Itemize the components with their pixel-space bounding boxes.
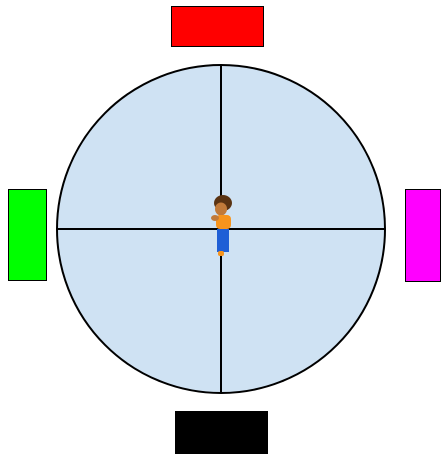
player-shoe: [218, 251, 224, 256]
player-pants: [217, 229, 229, 252]
player-face: [215, 203, 227, 216]
player-arm: [211, 215, 219, 221]
